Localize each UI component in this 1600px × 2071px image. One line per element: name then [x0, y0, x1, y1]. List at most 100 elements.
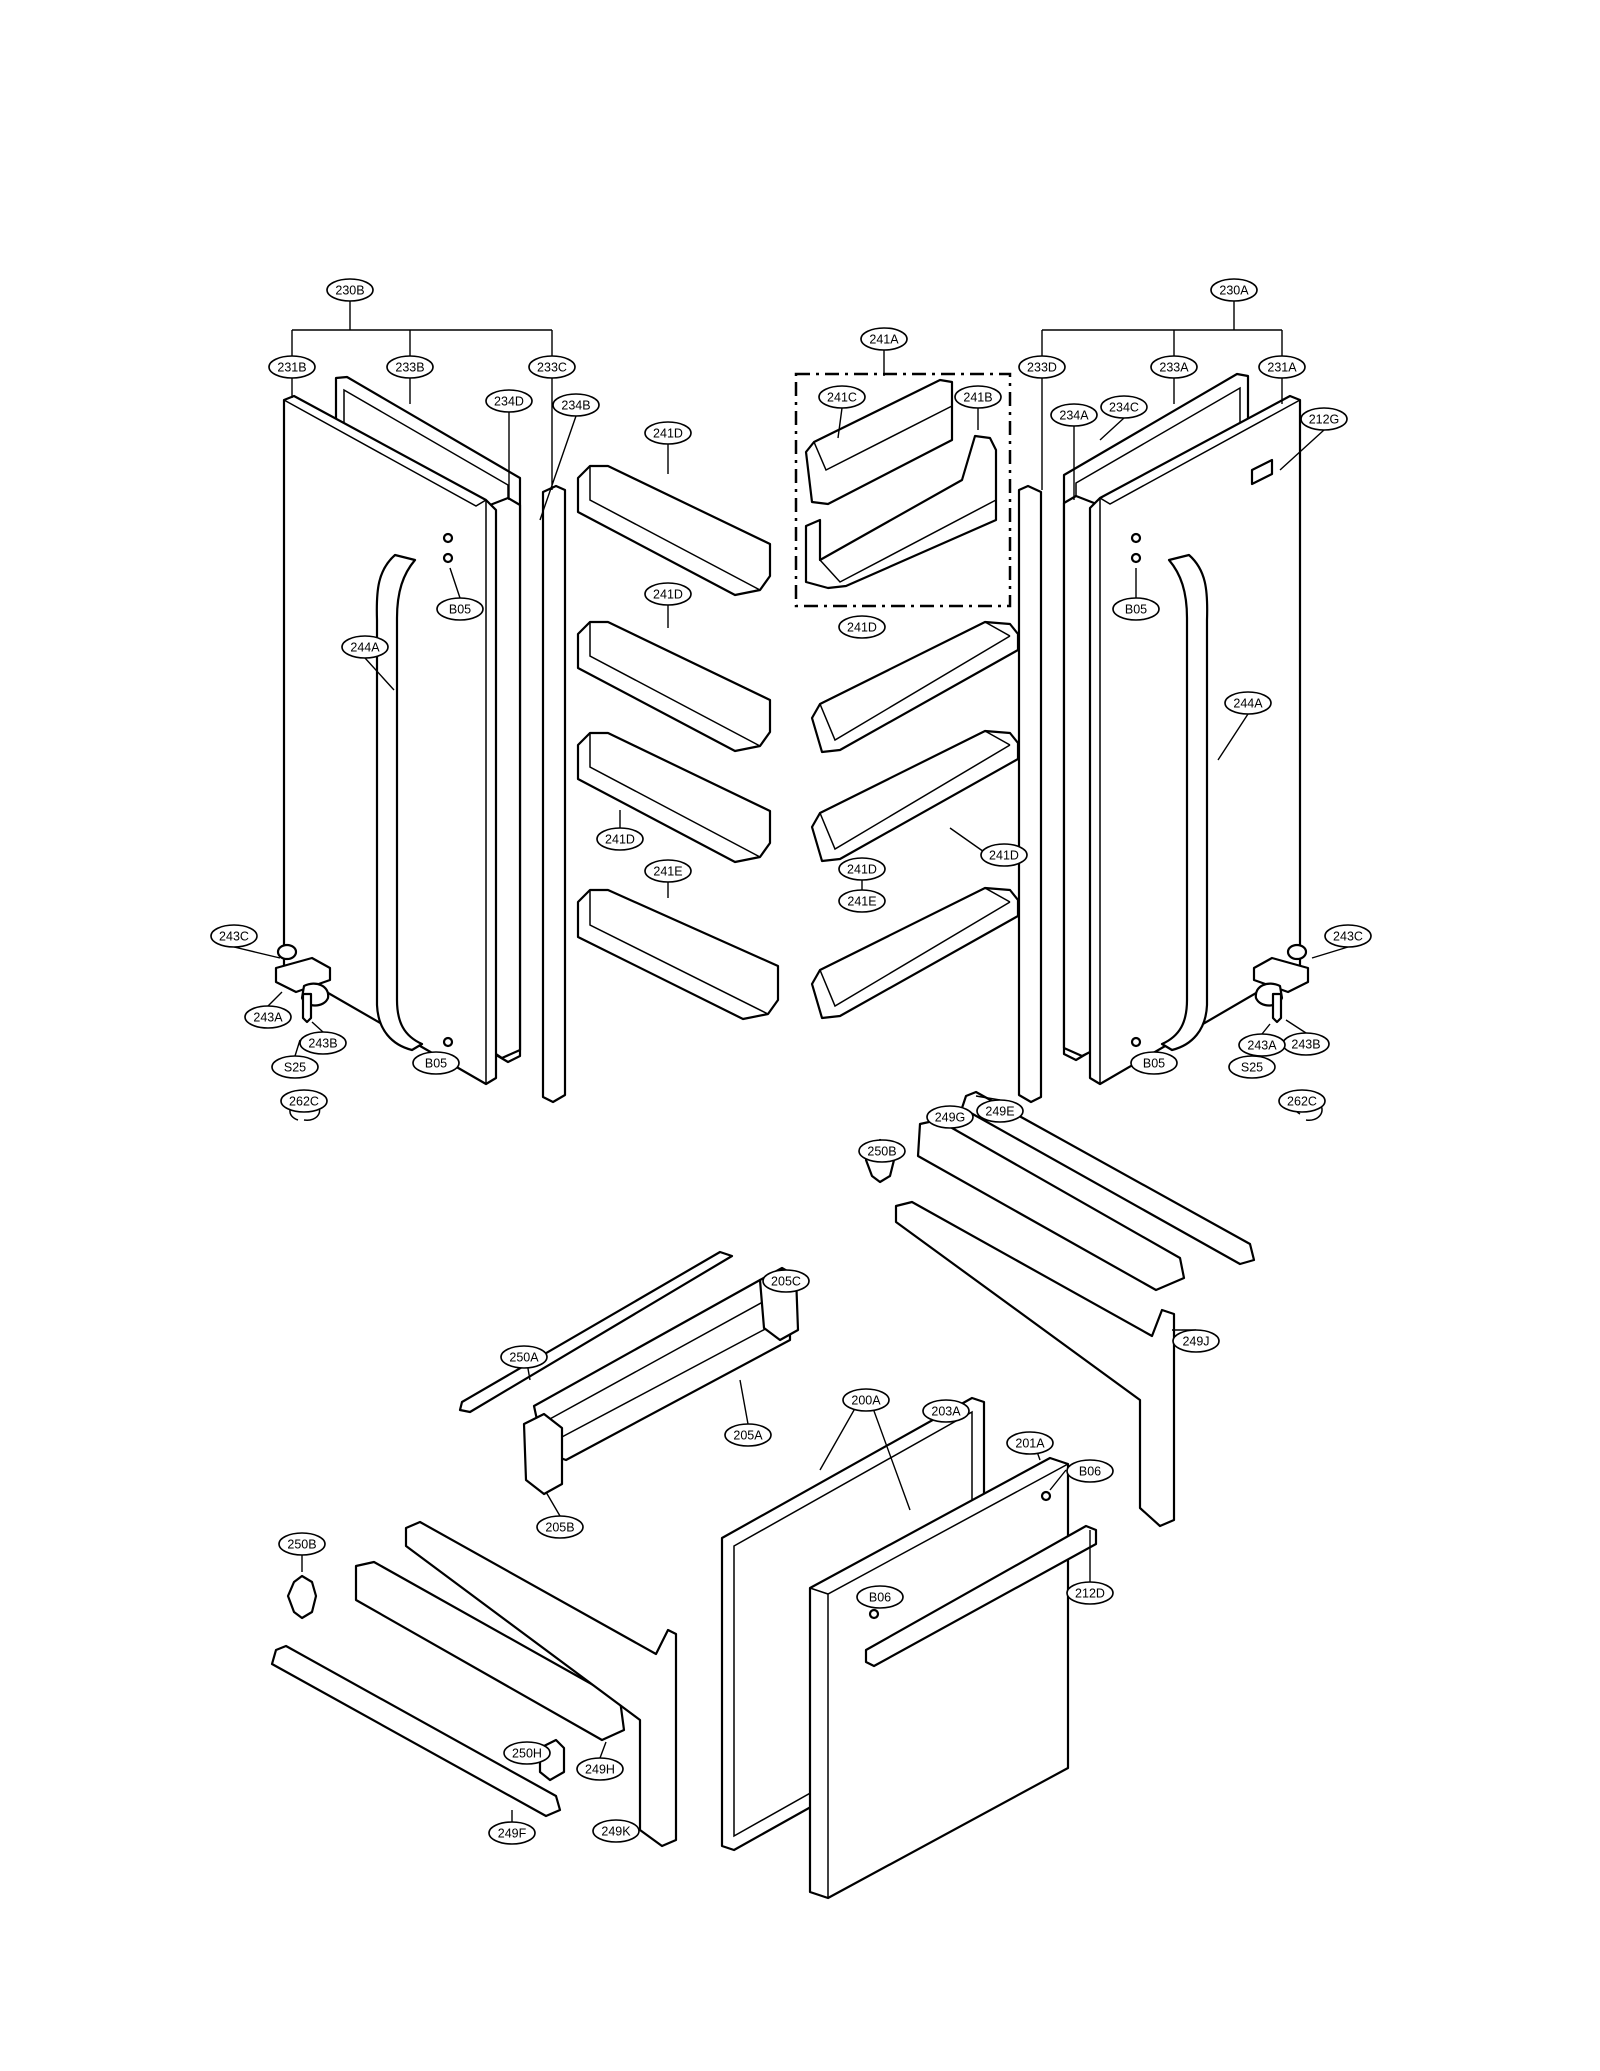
callout-bubble: [762, 1269, 810, 1293]
rail-249H: [354, 1560, 626, 1742]
callout-243a-l: 243A: [244, 1005, 292, 1029]
callout-205c: 205C: [762, 1269, 810, 1293]
callout-bubble: [412, 1051, 460, 1075]
bin-assembly-241A-box: [794, 372, 1012, 608]
callout-text: 200A: [851, 1394, 881, 1408]
callout-bubble: [1224, 691, 1272, 715]
callout-text: 234B: [561, 399, 590, 413]
callout-241d-3: 241D: [838, 615, 886, 639]
callout-bubble: [922, 1399, 970, 1423]
callout-text: 233D: [1027, 361, 1057, 375]
callout-b05-3: B05: [412, 1051, 460, 1075]
callout-241d-6: 241D: [838, 857, 886, 881]
callout-bubble: [1112, 597, 1160, 621]
callout-241b: 241B: [954, 385, 1002, 409]
bin-241E-left: [576, 888, 780, 1021]
left-door-assembly: [274, 375, 567, 1121]
rail-249F: [270, 1644, 562, 1818]
callout-bubble: [1324, 924, 1372, 948]
callout-bubble: [268, 355, 316, 379]
callout-241e-r: 241E: [838, 889, 886, 913]
callout-bubble: [485, 389, 533, 413]
callout-bubble: [856, 1585, 904, 1609]
callout-bubble: [500, 1345, 548, 1369]
callout-text: 249J: [1182, 1335, 1209, 1349]
callout-212g: 212G: [1300, 407, 1348, 431]
callout-text: B06: [1079, 1465, 1101, 1479]
callout-243b-r: 243B: [1282, 1032, 1330, 1056]
callout-bubble: [528, 355, 576, 379]
right-side-strip: [1017, 484, 1043, 1104]
callout-text: 230A: [1219, 284, 1249, 298]
callout-text: 241D: [847, 621, 877, 635]
callout-text: 262C: [289, 1095, 319, 1109]
callout-234d: 234D: [485, 389, 533, 413]
callout-text: B05: [1143, 1057, 1165, 1071]
callout-text: 250B: [287, 1538, 316, 1552]
callout-241d-4: 241D: [596, 827, 644, 851]
callout-bubble: [858, 1139, 906, 1163]
wire-basket-assembly: [458, 1250, 800, 1496]
callout-text: 231B: [277, 361, 306, 375]
callout-231b: 231B: [268, 355, 316, 379]
callout-text: 241E: [847, 895, 876, 909]
callout-233c: 233C: [528, 355, 576, 379]
callout-text: 212D: [1075, 1587, 1105, 1601]
callout-bubble: [1238, 1033, 1286, 1057]
callout-bubble: [536, 1515, 584, 1539]
callout-text: 241C: [827, 391, 857, 405]
callout-262c-r: 262C: [1278, 1089, 1326, 1113]
right-door-assembly: [1017, 372, 1323, 1121]
callout-text: 241D: [847, 863, 877, 877]
callout-bubble: [818, 385, 866, 409]
rail-249K: [404, 1520, 678, 1848]
callout-text: 234A: [1059, 409, 1089, 423]
callout-bubble: [1018, 355, 1066, 379]
callout-243c-r: 243C: [1324, 924, 1372, 948]
callout-bubble: [1050, 403, 1098, 427]
callout-text: 250H: [512, 1747, 542, 1761]
callout-bubble: [1210, 278, 1258, 302]
callout-bubble: [954, 385, 1002, 409]
callout-b06-2: B06: [856, 1585, 904, 1609]
callout-bubble: [210, 924, 258, 948]
gear-250B-bottom: [286, 1574, 318, 1620]
callout-205a: 205A: [724, 1423, 772, 1447]
callout-bubble: [576, 1757, 624, 1781]
callout-bubble: [1228, 1055, 1276, 1079]
callout-bubble: [1150, 355, 1198, 379]
left-side-strip: [541, 484, 567, 1104]
callout-text: 241D: [653, 427, 683, 441]
callout-text: B05: [1125, 603, 1147, 617]
callout-text: 241A: [869, 333, 899, 347]
callout-bubble: [1172, 1329, 1220, 1353]
lower-left-rails: [270, 1520, 678, 1848]
callout-bubble: [488, 1821, 536, 1845]
callout-text: 249G: [935, 1111, 966, 1125]
callout-249j: 249J: [1172, 1329, 1220, 1353]
callout-bubble: [644, 582, 692, 606]
callout-bubble: [278, 1532, 326, 1556]
callout-bubble: [592, 1819, 640, 1843]
callout-bubble: [503, 1741, 551, 1765]
callout-text: 243B: [1291, 1038, 1320, 1052]
callout-233b: 233B: [386, 355, 434, 379]
callout-234b: 234B: [552, 393, 600, 417]
callout-bubble: [299, 1031, 347, 1055]
callout-bubble: [386, 355, 434, 379]
callout-233a: 233A: [1150, 355, 1198, 379]
left-door-handle: [375, 553, 424, 1052]
callout-bubble: [1300, 407, 1348, 431]
callout-text: 205C: [771, 1275, 801, 1289]
callout-234a: 234A: [1050, 403, 1098, 427]
callout-bubble: [244, 1005, 292, 1029]
right-door-handle: [1160, 553, 1209, 1052]
callout-230b: 230B: [326, 278, 374, 302]
callout-text: 203A: [931, 1405, 961, 1419]
callout-text: 244A: [350, 641, 380, 655]
bin-241D-3-right: [810, 729, 1020, 863]
right-door-badge: [1250, 458, 1274, 486]
callout-bubble: [436, 597, 484, 621]
callout-text: 249K: [601, 1825, 631, 1839]
callout-bubble: [926, 1105, 974, 1129]
